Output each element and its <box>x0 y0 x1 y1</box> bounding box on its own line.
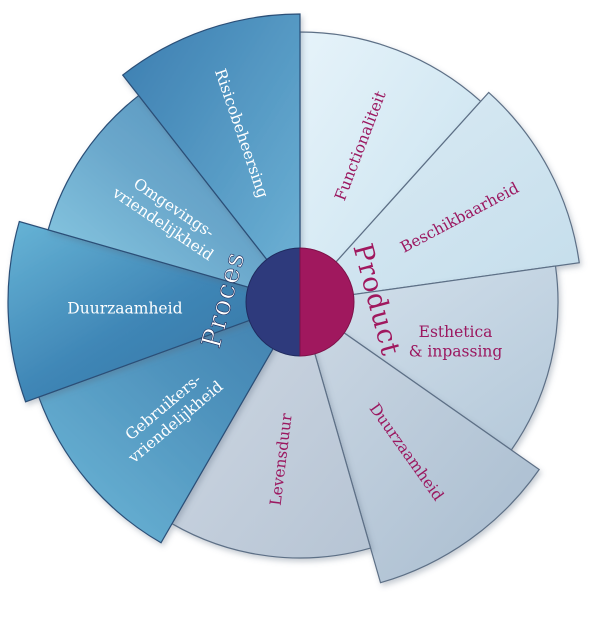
segment-label-2-line2: & inpassing <box>409 342 503 360</box>
segment-label-2: Esthetica& inpassing <box>409 323 503 360</box>
product-core <box>299 247 355 357</box>
proces-core <box>245 247 301 357</box>
segment-label-2-line1: Esthetica <box>419 323 493 341</box>
segment-proces-7 <box>47 94 302 304</box>
wheel-core <box>245 247 355 357</box>
segment-proces-8 <box>121 13 301 304</box>
segment-proces-6 <box>7 220 302 403</box>
segment-product-4 <box>171 300 372 559</box>
segment-product-3 <box>298 300 541 584</box>
segment-product-0 <box>299 31 482 304</box>
segment-label-6: Duurzaamheid <box>67 300 182 318</box>
segment-label-6-line1: Duurzaamheid <box>67 300 182 318</box>
segment-product-1 <box>298 91 580 303</box>
segment-product-2 <box>298 265 559 451</box>
wheel-segments <box>7 13 580 584</box>
segment-proces-5 <box>38 300 302 544</box>
